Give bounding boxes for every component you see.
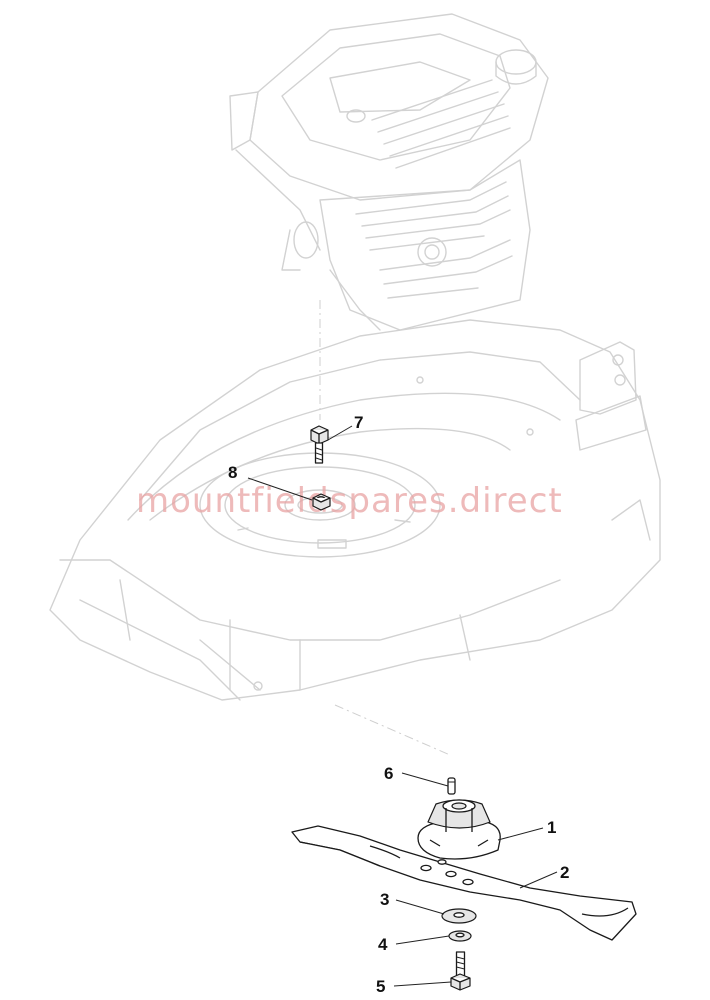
callout-6: 6	[384, 764, 393, 783]
callout-5: 5	[376, 977, 385, 996]
callout-7: 7	[354, 413, 363, 432]
leader-7	[327, 425, 353, 441]
part-5-bolt[interactable]	[450, 951, 471, 991]
assembly-axis-lower	[334, 704, 451, 756]
part-6-key[interactable]	[447, 777, 456, 795]
callout-1: 1	[547, 818, 556, 837]
part-2-blade[interactable]	[291, 825, 637, 941]
watermark-text: mountfieldspares.direct	[136, 481, 563, 521]
leader-1	[497, 827, 544, 841]
leader-6	[401, 772, 449, 787]
callout-2: 2	[560, 863, 569, 882]
leader-2	[519, 871, 558, 889]
part-1-blade-adaptor[interactable]	[417, 799, 501, 860]
callout-4: 4	[378, 935, 388, 954]
leader-5	[393, 981, 452, 987]
part-7-bolt[interactable]	[310, 425, 329, 464]
leader-8	[247, 477, 313, 501]
callout-8: 8	[228, 463, 237, 482]
part-8-nut[interactable]	[312, 493, 331, 511]
leader-4	[395, 935, 450, 945]
part-3-washer[interactable]	[441, 908, 477, 924]
engine-ghost-outline	[229, 13, 549, 331]
callout-3: 3	[380, 890, 389, 909]
part-4-spring-washer[interactable]	[448, 930, 472, 942]
leader-3	[395, 899, 445, 915]
leader-lines	[247, 425, 558, 987]
